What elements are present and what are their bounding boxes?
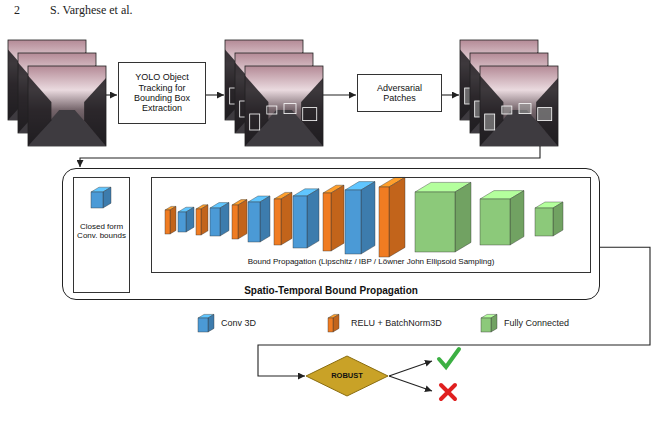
bounding-box	[250, 114, 260, 130]
diamond-shape	[306, 356, 388, 396]
conv3d-layer	[361, 182, 375, 254]
conv3d-layer	[178, 212, 186, 232]
group-heading: Spatio-Temporal Bound Propagation	[244, 285, 418, 297]
node-label: Bound Propagation (Lipschitz / IBP / Löw…	[248, 257, 495, 266]
swatch-cube	[481, 318, 491, 332]
legend-label: Fully Connected	[504, 318, 569, 328]
fully-connected-layer	[510, 191, 524, 245]
fully-connected-layer	[480, 199, 510, 245]
process-box: YOLO Object Tracking for Bounding Box Ex…	[118, 62, 206, 124]
adversarial-patch	[502, 106, 512, 114]
relu-batchnorm-layer	[165, 210, 170, 234]
fully-connected-layer	[415, 192, 455, 252]
flow-arrow	[80, 146, 540, 167]
relu-batchnorm-layer	[323, 193, 331, 251]
node-label: YOLO Object Tracking for Bounding Box Ex…	[122, 72, 202, 113]
process-box: Bound Propagation (Lipschitz / IBP / Löw…	[151, 177, 591, 273]
flow-arrow	[389, 361, 432, 376]
legend-item: Conv 3D	[195, 312, 256, 334]
legend-label: Conv 3D	[221, 318, 256, 328]
conv3d-layer	[345, 190, 361, 254]
flow-arrow	[389, 376, 432, 391]
flow-arrow	[442, 94, 459, 95]
legend-swatch	[195, 312, 215, 334]
check-mark	[439, 349, 459, 367]
frame-stack	[225, 40, 323, 146]
flow-arrow	[206, 94, 224, 95]
conv3d-layer	[260, 196, 270, 242]
adversarial-patch	[538, 108, 552, 121]
trees	[84, 78, 106, 146]
conv3d-layer	[91, 192, 103, 208]
frame-stack	[8, 40, 106, 146]
relu-batchnorm-layer	[232, 205, 238, 239]
bounding-box	[284, 104, 296, 114]
relu-batchnorm-layer	[389, 177, 405, 257]
group-box: Spatio-Temporal Bound Propagation Closed …	[62, 168, 600, 300]
frame-stack	[460, 40, 558, 146]
bounding-box	[267, 106, 277, 114]
conv3d-layer	[210, 208, 220, 236]
conv3d-layer	[248, 202, 260, 242]
conv3d-layer	[307, 189, 319, 248]
decision-diamond: ROBUST	[305, 355, 389, 397]
trees	[536, 78, 558, 146]
trees	[28, 76, 51, 146]
trees	[301, 78, 323, 146]
relu-batchnorm-layer	[201, 205, 208, 235]
flow-arrow	[106, 94, 117, 95]
video-frame	[245, 66, 323, 146]
fully-connected-layer	[455, 182, 471, 252]
trees	[480, 76, 503, 146]
bounding-box	[303, 108, 317, 121]
legend-swatch	[325, 312, 345, 334]
relu-batchnorm-layer	[331, 185, 344, 251]
node-label: Closed form Conv. bounds	[76, 222, 127, 240]
adversarial-patch	[519, 104, 531, 114]
video-frame	[28, 66, 106, 146]
conv3d-layer	[103, 187, 111, 208]
fully-connected-layer	[535, 208, 553, 236]
connector-arrow	[258, 247, 650, 376]
conv3d-layer	[220, 203, 229, 236]
swatch-cube	[328, 318, 333, 332]
trees	[245, 76, 268, 146]
process-box: Closed form Conv. bounds	[73, 177, 130, 293]
legend-swatch	[478, 312, 498, 334]
legend-item: RELU + BatchNorm3D	[325, 312, 442, 334]
relu-batchnorm-layer	[281, 192, 292, 245]
conv3d-layer	[186, 207, 194, 232]
relu-batchnorm-layer	[379, 187, 389, 257]
relu-batchnorm-layer	[170, 206, 176, 234]
swatch-cube	[198, 318, 208, 332]
conv3d-layer	[293, 196, 307, 248]
process-box: Adversarial Patches	[357, 74, 442, 112]
relu-batchnorm-layer	[274, 199, 281, 245]
node-label: ROBUST	[331, 372, 363, 381]
running-header: S. Varghese et al.	[50, 3, 133, 18]
fully-connected-layer	[553, 202, 563, 236]
swatch-cube	[208, 314, 214, 332]
network-layers	[91, 177, 563, 257]
adversarial-patch	[485, 114, 495, 130]
video-frame	[480, 66, 558, 146]
legend-item: Fully Connected	[478, 312, 569, 334]
page-number: 2	[14, 3, 20, 18]
legend-label: RELU + BatchNorm3D	[351, 318, 442, 328]
relu-batchnorm-layer	[238, 200, 247, 239]
cross-mark	[441, 385, 455, 399]
swatch-cube	[333, 314, 339, 332]
swatch-cube	[491, 314, 497, 332]
relu-batchnorm-layer	[196, 209, 201, 235]
node-label: Adversarial Patches	[361, 83, 438, 104]
flow-arrow	[323, 94, 356, 95]
